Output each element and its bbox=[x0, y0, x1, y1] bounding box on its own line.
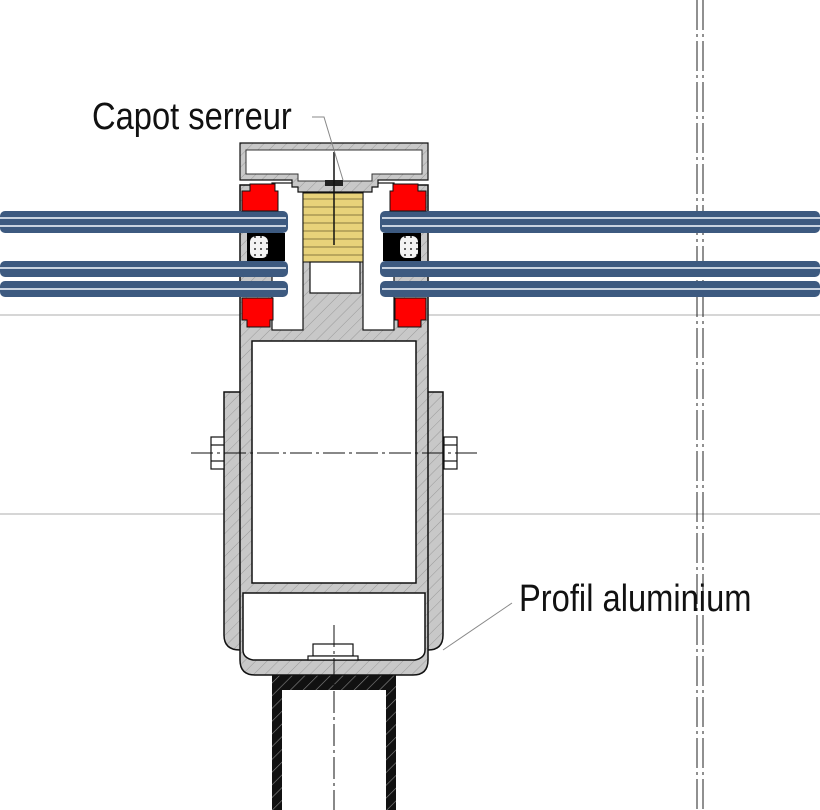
label-capot-serreur: Capot serreur bbox=[92, 96, 292, 138]
thermal-break-block bbox=[302, 192, 364, 294]
gaskets bbox=[241, 183, 427, 328]
center-lines bbox=[191, 452, 479, 810]
side-brackets bbox=[223, 391, 444, 651]
leader-lines bbox=[312, 116, 513, 651]
pressure-cap bbox=[239, 142, 429, 245]
glazing-left bbox=[0, 211, 288, 297]
label-profil-aluminium: Profil aluminium bbox=[519, 578, 752, 620]
glazing-right bbox=[380, 211, 820, 297]
aluminium-profile bbox=[239, 182, 429, 676]
